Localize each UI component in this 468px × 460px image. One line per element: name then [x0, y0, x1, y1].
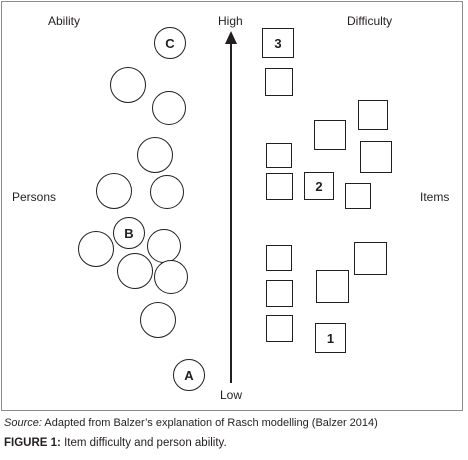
item-1-label: 1 — [326, 330, 335, 346]
person-b-label: B — [124, 225, 134, 241]
person-circle — [152, 91, 186, 125]
difficulty-label: Difficulty — [347, 14, 393, 28]
person-circle — [147, 229, 181, 263]
person-circle — [96, 173, 132, 209]
item-3-label: 3 — [274, 35, 282, 51]
item-square-3: 3 — [262, 28, 294, 58]
item-square — [360, 141, 392, 173]
figure-title: Item difficulty and person ability. — [64, 437, 227, 449]
item-square — [345, 183, 371, 209]
person-circle-a: A — [173, 359, 205, 391]
figure-frame — [1, 1, 463, 411]
item-square-2: 2 — [304, 172, 334, 200]
item-2-label: 2 — [315, 178, 323, 194]
high-label: High — [218, 14, 243, 28]
person-circle — [137, 137, 173, 173]
items-label: Items — [420, 190, 450, 204]
figure-caption: FIGURE 1: Item difficulty and person abi… — [4, 437, 227, 449]
item-square — [266, 245, 292, 271]
source-line: Source: Adapted from Balzer’s explanatio… — [4, 417, 378, 429]
item-square — [354, 242, 387, 275]
person-circle — [110, 67, 146, 103]
item-square — [266, 280, 293, 307]
item-square-1: 1 — [315, 323, 346, 353]
person-circle — [78, 231, 114, 267]
person-a-label: A — [184, 367, 194, 383]
person-circle — [154, 260, 188, 294]
item-square — [266, 173, 293, 200]
scale-axis — [230, 40, 232, 383]
person-circle — [140, 302, 176, 338]
ability-label: Ability — [48, 14, 81, 28]
person-circle-b: B — [113, 217, 145, 249]
person-circle — [117, 253, 153, 289]
item-square — [358, 100, 388, 130]
arrow-up-icon — [225, 31, 237, 44]
person-c-label: C — [165, 35, 175, 51]
persons-label: Persons — [12, 190, 57, 204]
source-text: Adapted from Balzer’s explanation of Ras… — [44, 417, 378, 429]
person-circle-c: C — [154, 27, 186, 59]
item-square — [316, 270, 349, 303]
low-label: Low — [220, 388, 243, 402]
source-label: Source: — [4, 417, 42, 429]
figure-label: FIGURE 1: — [4, 437, 61, 449]
person-circle — [150, 175, 184, 209]
item-square — [266, 315, 293, 342]
item-square — [314, 120, 346, 150]
item-square — [266, 143, 292, 168]
item-square — [265, 68, 293, 96]
